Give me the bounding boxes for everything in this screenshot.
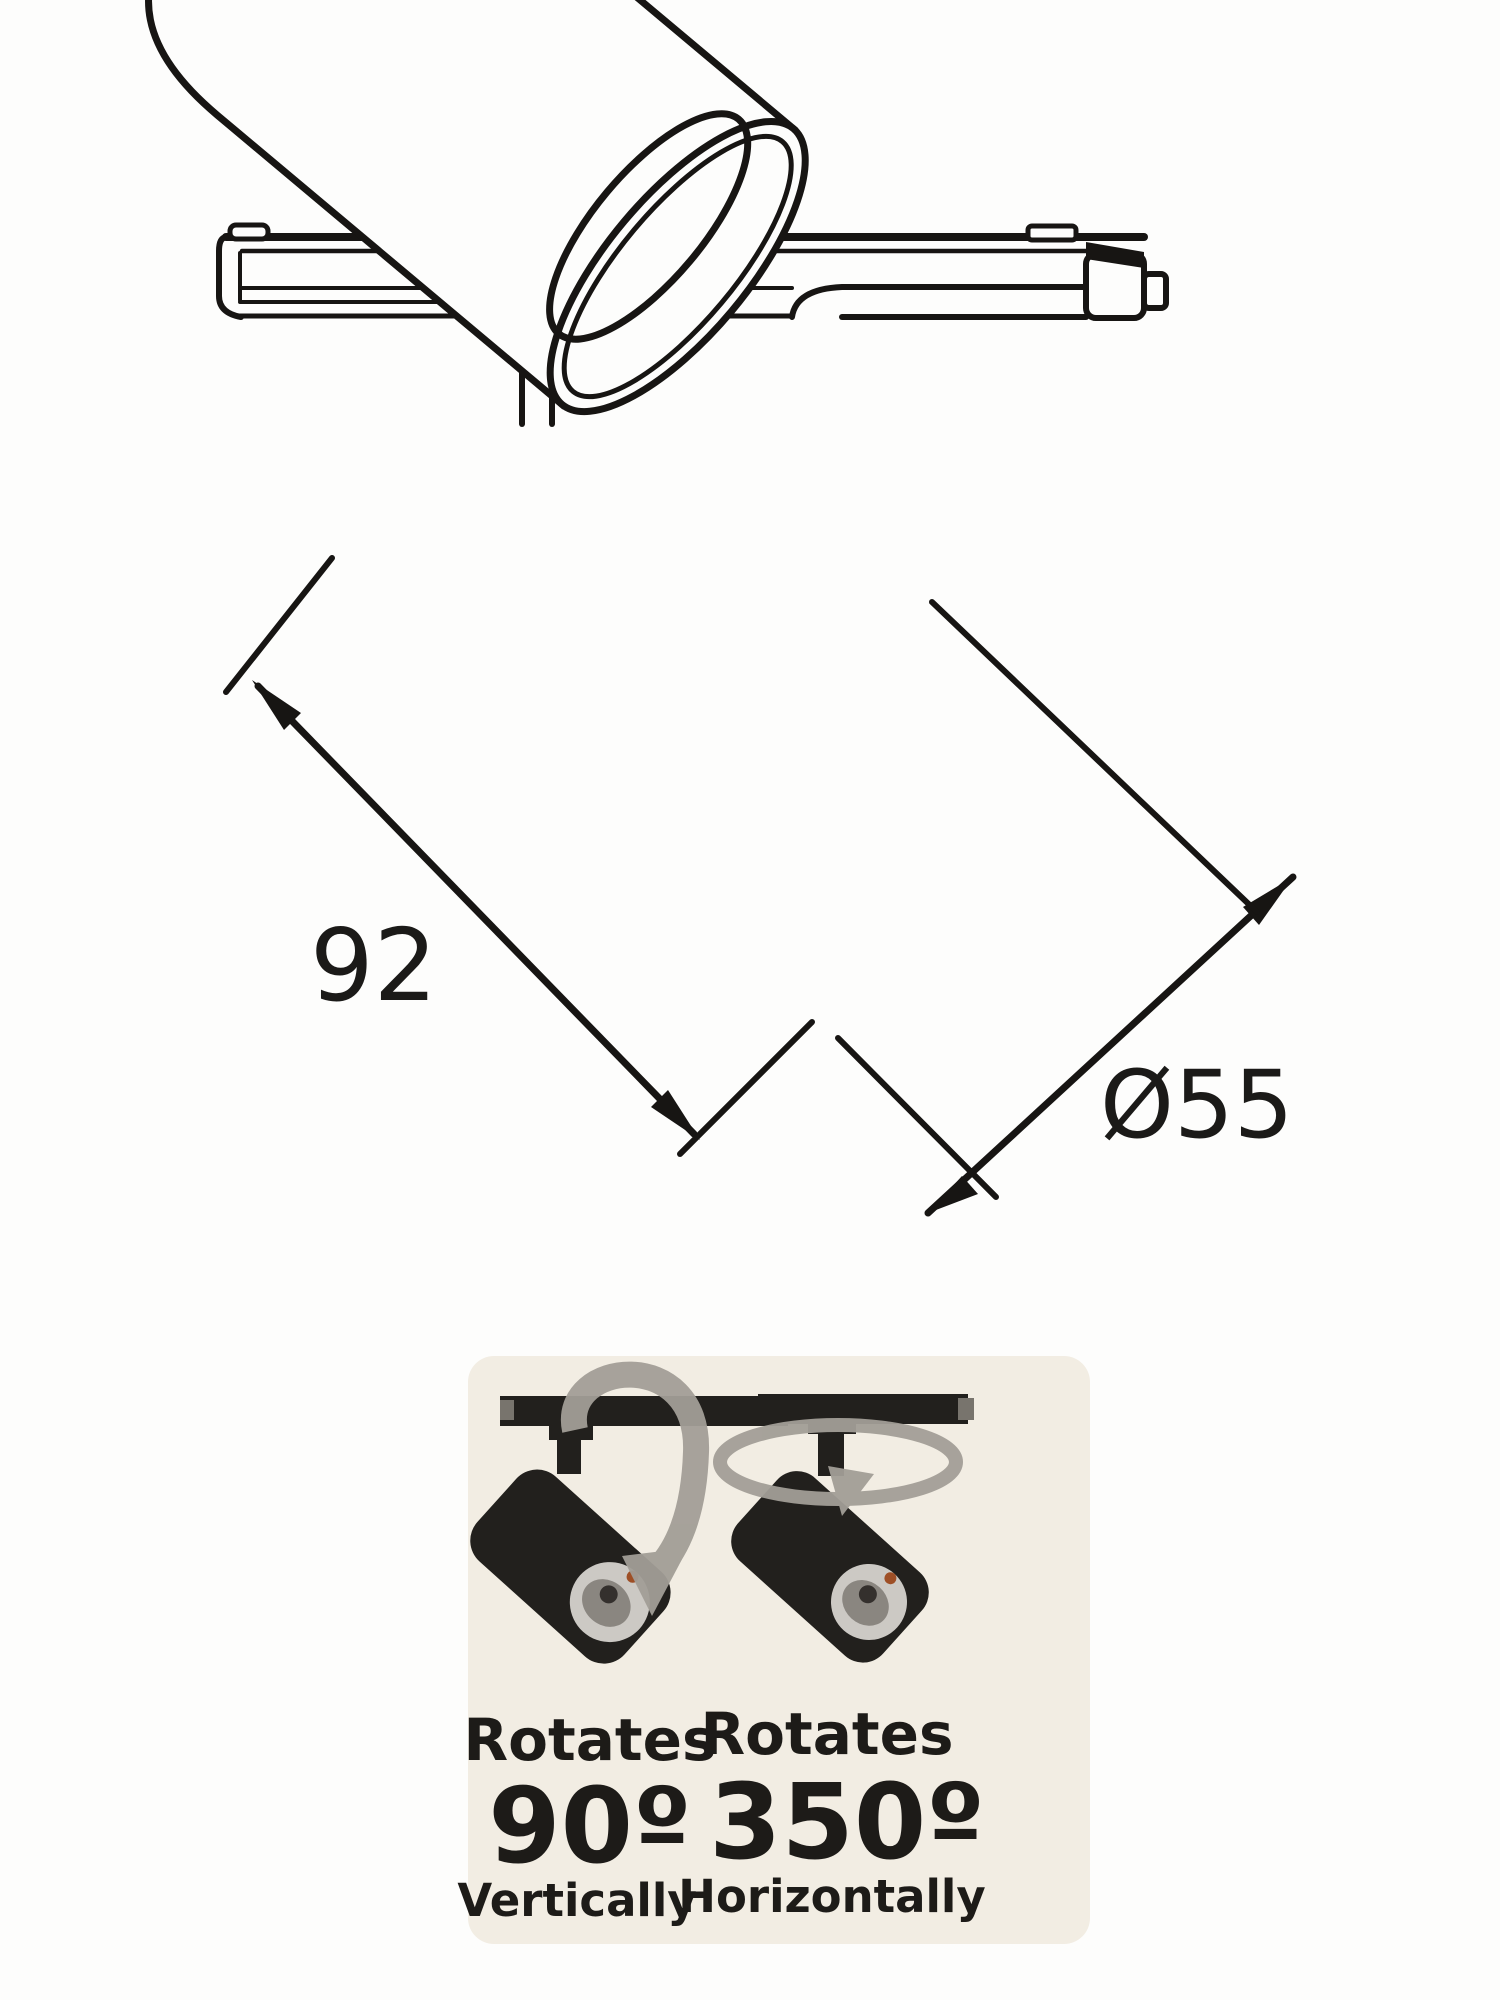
- track-end-clip-icon: [227, 222, 271, 242]
- dimension-arrow-icon: [651, 1090, 700, 1140]
- photo-paper-patch: [468, 1356, 1090, 1944]
- rotation-demo-horizontal-photo: [713, 1394, 974, 1663]
- dimension-line-length: [223, 555, 815, 1157]
- caption-axis-horizontal: Horizontally: [678, 1870, 985, 1923]
- led-dot-icon: [884, 1572, 897, 1585]
- spotlight-cylinder-drawing: [145, 0, 809, 416]
- dimension-line-diameter: [835, 599, 1297, 1217]
- dimension-arrow-icon: [252, 680, 301, 730]
- caption-axis-vertical: Vertically: [457, 1874, 696, 1927]
- caption-angle-horizontal: 350º: [709, 1761, 985, 1883]
- rotate-vertical-arrow-icon: [560, 1361, 710, 1616]
- dimension-label-length: 92: [310, 907, 437, 1024]
- caption-rotates-vertical: Rotates: [464, 1706, 717, 1774]
- track-light-technical-drawing: [145, 0, 1297, 1217]
- caption-rotates-horizontal: Rotates: [701, 1700, 954, 1768]
- caption-angle-vertical: 90º: [488, 1765, 691, 1887]
- rotate-horizontal-arrow-icon: [713, 1418, 963, 1516]
- lamp-aperture: [546, 110, 752, 343]
- dimension-label-diameter: Ø55: [1100, 1051, 1294, 1160]
- front-rim-outer: [546, 117, 809, 416]
- front-rim-inner: [561, 133, 794, 400]
- live-end-latch-icon: [1086, 242, 1144, 268]
- dimension-arrow-icon: [928, 1176, 978, 1213]
- rotation-demo-vertical-photo: [470, 1361, 804, 1664]
